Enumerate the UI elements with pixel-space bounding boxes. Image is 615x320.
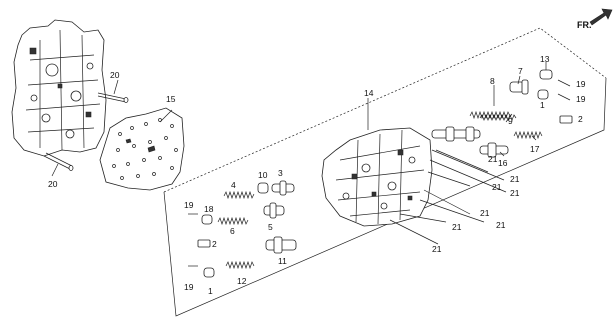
callout-21-a: 21 [510,174,520,184]
front-direction-indicator: FR. [577,8,613,30]
spring-6 [217,216,249,226]
callout-21-c: 21 [492,182,502,192]
callout-5: 5 [268,222,273,232]
callout-1-bottom: 1 [208,286,213,296]
spool-main-upper [431,126,481,142]
callout-4: 4 [231,180,236,190]
callout-20-top: 20 [110,70,120,80]
clip-2-left [197,239,211,248]
separator-plate [99,107,185,191]
callout-20-bottom: 20 [48,179,58,189]
valve-16 [479,142,509,158]
callout-14: 14 [364,88,374,98]
valve-13 [539,69,553,80]
dowel-pin-lower [43,152,74,171]
callout-19-topright: 19 [576,79,586,89]
valve-11 [265,236,297,254]
callout-9: 9 [508,116,513,126]
callout-19-left-top: 19 [184,200,194,210]
valve-3 [271,180,295,196]
callout-8: 8 [490,76,495,86]
callout-19-left-bottom: 19 [184,282,194,292]
callout-16: 16 [498,158,508,168]
spring-4 [223,190,255,200]
cap-18 [201,214,213,225]
callout-13: 13 [540,54,550,64]
callout-1-top: 1 [540,100,545,110]
callout-10: 10 [258,170,268,180]
callout-11: 11 [278,256,287,266]
plug-1-bottom [203,267,215,278]
callout-17: 17 [530,144,540,154]
front-arrow-icon [589,8,613,26]
transmission-case [11,19,107,157]
spring-12 [225,260,255,270]
clip-2-right [559,115,573,124]
valve-10 [257,182,269,194]
callout-12: 12 [237,276,247,286]
callout-21-d: 21 [480,208,490,218]
leader-lines [51,62,547,245]
callout-labels: 1 1 2 2 3 4 5 6 7 8 9 10 11 12 13 14 15 … [48,54,586,296]
callout-21-g: 21 [432,244,442,254]
callout-21-b: 21 [510,188,520,198]
callout-6: 6 [230,226,235,236]
fr-label: FR. [577,20,592,30]
callout-2-right: 2 [578,114,583,124]
callout-2-left: 2 [212,239,217,249]
pin-19-set [188,79,571,267]
dowel-pin-upper [97,92,129,103]
callout-3: 3 [278,168,283,178]
callout-21-e: 21 [496,220,506,230]
callout-19-right: 19 [576,94,586,104]
callout-15: 15 [166,94,176,104]
callout-21-f: 21 [452,222,462,232]
callout-7: 7 [518,66,523,76]
valve-7 [509,79,529,95]
spring-9 [479,114,517,121]
spring-8 [469,110,511,120]
callout-21-h: 21 [488,154,498,164]
spring-17 [513,130,543,140]
main-valve-body [321,127,433,227]
callout-18: 18 [204,204,214,214]
valve-5 [263,202,285,219]
plug-1-top [537,89,549,100]
